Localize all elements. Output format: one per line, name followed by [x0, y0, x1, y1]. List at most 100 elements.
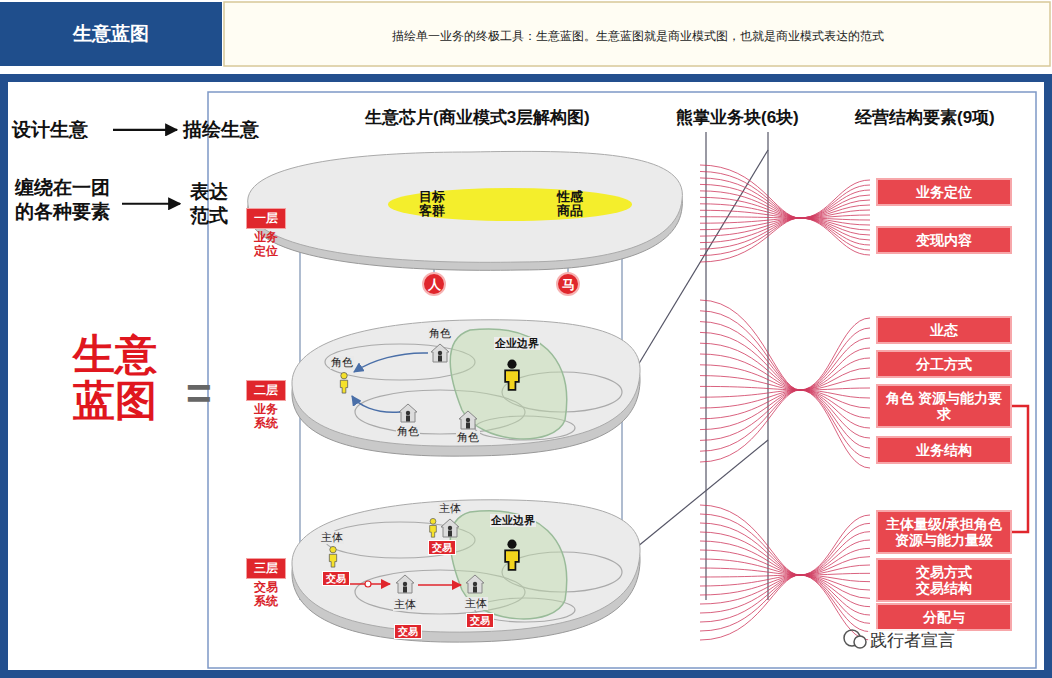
fan-line — [700, 568, 870, 575]
fan-line — [700, 332, 870, 390]
node-text: 设计生意 — [12, 118, 107, 142]
layer-three-plane — [441, 519, 459, 537]
column-heading: 熊掌业务块(6块) — [676, 106, 799, 129]
node-text: 马 — [562, 278, 575, 291]
layer-three-plane — [292, 500, 640, 632]
fan-line — [700, 365, 870, 390]
layer-two-plane — [354, 353, 428, 372]
layer-three-plane — [466, 575, 484, 593]
node-text: 业务定位 — [252, 231, 280, 259]
fan-line — [700, 191, 870, 218]
step-text: 表达范式 — [186, 180, 232, 228]
fan-line — [700, 390, 870, 458]
layer-three-plane — [418, 584, 461, 586]
fan-line — [700, 390, 870, 468]
layer-tag: 三层交易系统 — [246, 558, 286, 609]
element-box: 交易方式 交易结构 — [876, 558, 1012, 602]
layer-two-plane — [459, 411, 477, 429]
fan-lines — [700, 165, 870, 640]
fan-line — [700, 523, 870, 575]
step-text: 缠绕在一团的各种要素 — [8, 176, 116, 224]
fan-line — [700, 300, 870, 390]
layer-two-plane — [431, 344, 449, 362]
layer-two-plane — [340, 372, 347, 393]
subject-label: 主体 — [438, 502, 462, 515]
node-text: 交易 — [326, 572, 346, 585]
trade-tag: 交易 — [394, 624, 422, 639]
fan-line — [700, 550, 870, 575]
node-text: 业态 — [882, 322, 1006, 338]
layer-two-plane — [450, 329, 566, 439]
fan-line — [700, 532, 870, 575]
header-bar — [0, 2, 1050, 66]
fan-line — [700, 343, 870, 390]
role-label: 角色 — [428, 327, 452, 340]
main-frame — [4, 78, 1048, 674]
fan-line — [700, 505, 870, 575]
arrow-connector — [113, 129, 177, 131]
bracket-connector — [1012, 406, 1028, 532]
node-text: 一层 — [246, 208, 286, 229]
arrow-connector — [122, 203, 180, 205]
element-box: 业态 — [876, 316, 1012, 344]
step-text: 设计生意 — [12, 118, 107, 142]
fan-line — [700, 575, 870, 632]
layer-two-plane — [292, 320, 640, 446]
fan-line — [700, 218, 870, 256]
fan-line — [700, 178, 870, 218]
layer-three-plane — [396, 575, 414, 593]
layer-three-plane — [450, 511, 566, 619]
layer-two-plane — [505, 360, 519, 390]
layer-three-plane — [430, 518, 437, 537]
target-ellipse: 目标客群性感商品 — [388, 188, 632, 221]
subject-label: 主体 — [393, 598, 417, 611]
node-text: 变现内容 — [882, 232, 1006, 248]
fan-line — [700, 165, 870, 218]
subject-label: 主体 — [320, 531, 344, 544]
element-box: 分工方式 — [876, 350, 1012, 378]
role-label: 角色 — [456, 431, 480, 444]
node-text: 分工方式 — [882, 356, 1006, 372]
fan-line — [700, 204, 870, 218]
fan-line — [700, 197, 870, 218]
fan-line — [700, 390, 870, 408]
watermark-icon — [844, 630, 866, 648]
role-label: 角色 — [330, 356, 354, 369]
node-text: 业务定位 — [882, 184, 1006, 200]
watermark: 践行者宣言 — [868, 629, 957, 652]
node-text: 角色 资源与能力要求 — [882, 390, 1006, 422]
trade-tag: 交易 — [428, 540, 456, 555]
fan-line — [700, 541, 870, 575]
node-text: 三层 — [246, 558, 286, 579]
fan-line — [700, 322, 870, 390]
fan-line — [700, 218, 870, 262]
layer-two-plane — [352, 396, 400, 412]
element-box: 分配与 — [876, 603, 1012, 631]
trade-tag: 交易 — [466, 613, 494, 628]
node-text: 交易系统 — [252, 581, 280, 609]
element-box: 变现内容 — [876, 226, 1012, 254]
node-text: 性感商品 — [556, 190, 584, 219]
node-text: 分配与 — [882, 609, 1006, 625]
layer-tag: 一层业务定位 — [246, 208, 286, 259]
element-box: 角色 资源与能力要求 — [876, 384, 1012, 428]
red-circle: 人 — [422, 272, 446, 296]
step-text: 描绘生意 — [183, 118, 278, 142]
boundary-label: 企业边界 — [490, 514, 536, 527]
layer-two-plane — [399, 404, 417, 422]
column-heading: 生意芯片(商业模式3层解构图) — [365, 106, 590, 129]
big-title: 生意蓝图 — [68, 332, 162, 424]
fan-line — [700, 184, 870, 218]
node-text: 交易 — [398, 625, 418, 638]
node-text: 描绘生意 — [183, 118, 278, 142]
fan-line — [700, 171, 870, 218]
main-frame — [208, 92, 1036, 668]
layer-three-plane — [329, 546, 336, 567]
node-text: 主体量级/承担角色 资源与能力量级 — [882, 516, 1006, 548]
layer-one-plane — [248, 151, 683, 262]
column-lines — [626, 440, 768, 556]
fan-line — [700, 311, 870, 390]
layer-three-plane — [365, 581, 371, 587]
